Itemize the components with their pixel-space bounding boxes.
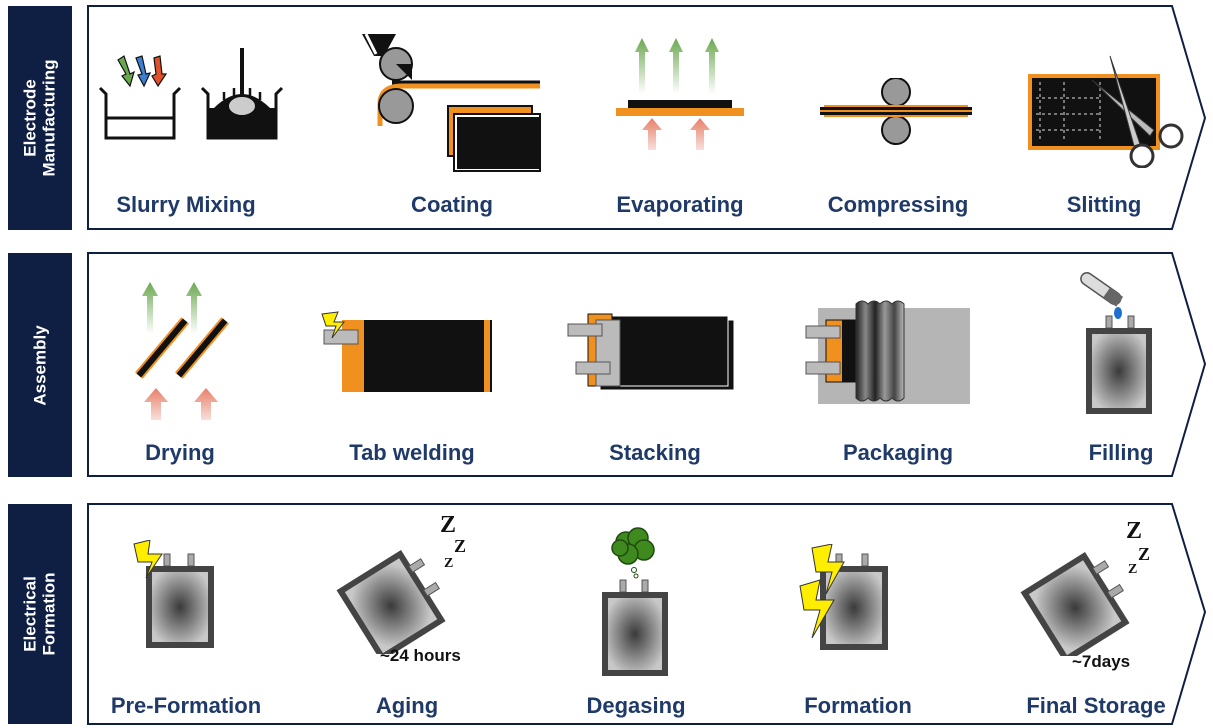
mixer-icon xyxy=(200,48,284,140)
sleep-z-icon: Z xyxy=(444,556,454,571)
sleep-z-icon: Z xyxy=(1138,544,1151,564)
aging-cell-icon xyxy=(336,549,446,654)
drying-icon xyxy=(135,282,229,420)
step-label-stacking: Stacking xyxy=(609,440,701,465)
filling-pipette-icon xyxy=(1080,272,1152,414)
step-label-tab-welding: Tab welding xyxy=(349,440,475,465)
compress-rollers-icon xyxy=(820,78,972,145)
step-label-compressing: Compressing xyxy=(827,192,969,217)
sleep-z-icon: Z xyxy=(454,536,467,556)
step-label-drying: Drying xyxy=(145,440,215,465)
pouch-icon xyxy=(805,300,970,404)
step-label-coating: Coating xyxy=(411,192,493,217)
formation-cell-icon xyxy=(799,544,888,650)
step-label-pre-formation: Pre-Formation xyxy=(110,693,262,718)
sleep-z-icon: Z xyxy=(1128,562,1138,577)
step-label-aging: Aging xyxy=(375,693,439,718)
coating-roller-icon xyxy=(362,33,541,172)
step-label-filling: Filling xyxy=(1088,440,1154,465)
section-label-assembly: Assembly xyxy=(8,253,72,477)
scissors-icon xyxy=(1028,55,1184,168)
step-label-final-storage: Final Storage xyxy=(1026,693,1166,718)
degas-cell-icon xyxy=(602,527,668,676)
evaporation-icon xyxy=(616,38,744,150)
storage-duration: ~7days xyxy=(1072,652,1131,671)
beaker-icon xyxy=(98,54,182,140)
pre-formation-cell-icon xyxy=(133,540,214,648)
slurry-mixing-icon xyxy=(98,48,284,140)
stack-icon xyxy=(567,313,735,391)
step-label-slurry-mixing: Slurry Mixing xyxy=(116,192,256,217)
step-label-evaporating: Evaporating xyxy=(616,192,744,217)
step-label-degasing: Degasing xyxy=(586,693,686,718)
sleep-z-icon: Z xyxy=(440,512,457,538)
storage-cell-icon xyxy=(1020,551,1130,656)
sleep-z-icon: Z xyxy=(1126,518,1143,544)
tab-weld-icon xyxy=(321,311,492,392)
step-label-slitting: Slitting xyxy=(1066,192,1142,217)
step-label-packaging: Packaging xyxy=(842,440,954,465)
step-label-formation: Formation xyxy=(804,693,912,718)
aging-duration: ~24 hours xyxy=(380,646,461,665)
